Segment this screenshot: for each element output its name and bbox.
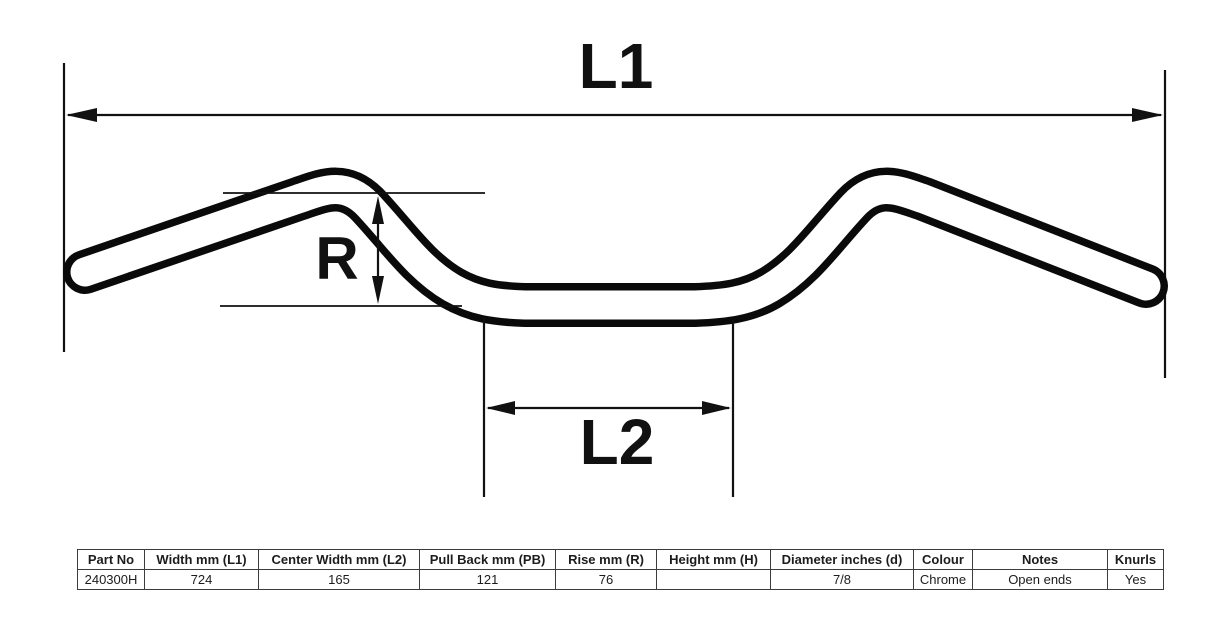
rise-arrowhead-down-icon xyxy=(372,276,384,304)
rise-arrowhead-up-icon xyxy=(372,196,384,224)
spec-table-header-cell: Width mm (L1) xyxy=(144,549,259,570)
spec-table-cell: 76 xyxy=(555,569,657,590)
spec-table-cell: Open ends xyxy=(972,569,1108,590)
spec-table-header-cell: Pull Back mm (PB) xyxy=(419,549,556,570)
spec-table-header-cell: Center Width mm (L2) xyxy=(258,549,420,570)
l2-arrowhead-left-icon xyxy=(486,401,515,415)
spec-table-header-cell: Height mm (H) xyxy=(656,549,771,570)
spec-table-cell: 121 xyxy=(419,569,556,590)
spec-table-cell: 724 xyxy=(144,569,259,590)
spec-table-header-cell: Rise mm (R) xyxy=(555,549,657,570)
spec-table-cell: Yes xyxy=(1107,569,1164,590)
handlebar-dimension-diagram: L1 R L2 xyxy=(62,30,1168,497)
spec-table-cell xyxy=(656,569,771,590)
spec-table-header-cell: Notes xyxy=(972,549,1108,570)
spec-table-header-cell: Diameter inches (d) xyxy=(770,549,914,570)
spec-table-cell: 7/8 xyxy=(770,569,914,590)
spec-table-header-cell: Colour xyxy=(913,549,973,570)
l2-label: L2 xyxy=(580,406,655,478)
spec-table-cell: 240300H xyxy=(77,569,145,590)
l1-arrowhead-left-icon xyxy=(66,108,97,122)
spec-table-cell: Chrome xyxy=(913,569,973,590)
l1-arrowhead-right-icon xyxy=(1132,108,1163,122)
diagram-canvas: L1 R L2 xyxy=(62,30,1168,497)
spec-table-header-cell: Knurls xyxy=(1107,549,1164,570)
l2-arrowhead-right-icon xyxy=(702,401,731,415)
spec-table-cell: 165 xyxy=(258,569,420,590)
handlebar-tube-core xyxy=(70,175,1161,320)
rise-label: R xyxy=(315,225,358,292)
spec-table-header-cell: Part No xyxy=(77,549,145,570)
l1-label: L1 xyxy=(579,30,654,102)
